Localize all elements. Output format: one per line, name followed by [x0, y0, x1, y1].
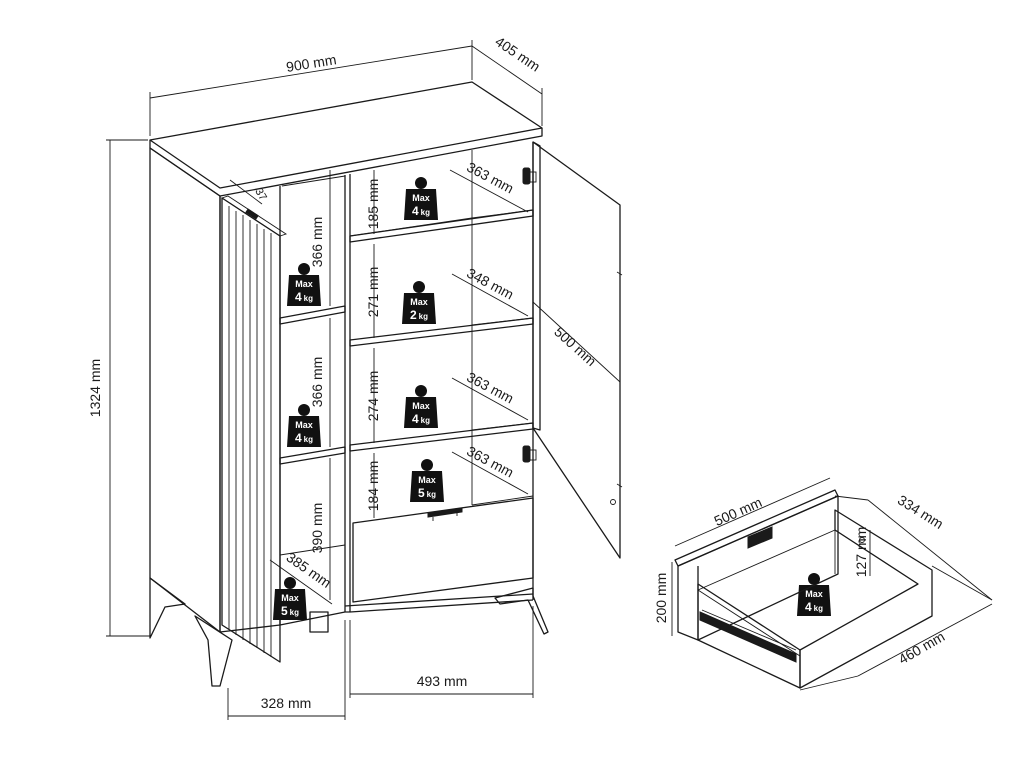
door-flutes: [228, 206, 272, 657]
right-door: [532, 141, 621, 559]
svg-text:Max: Max: [295, 420, 313, 430]
svg-text:Max: Max: [805, 589, 823, 599]
svg-text:Max: Max: [418, 475, 436, 485]
svg-text:4kg: 4kg: [805, 600, 823, 614]
left-shelf-2: [279, 446, 346, 465]
svg-text:Max: Max: [412, 401, 430, 411]
dim-height: 1324 mm: [87, 359, 103, 417]
dim-drawer-height: 200 mm: [653, 573, 669, 624]
dim-right-gap-3: 274 mm: [365, 371, 381, 422]
dim-right-gap-4: 184 mm: [365, 461, 381, 512]
drawer-runner: [699, 611, 797, 663]
dim-drawer-depth: 460 mm: [896, 628, 948, 667]
hinge-top-icon: [522, 167, 531, 185]
right-shelf-glass: [349, 317, 534, 347]
dim-left-comp-width: 328 mm: [261, 695, 312, 711]
cabinet-drawing: [149, 81, 623, 687]
cabinet-left-side: [149, 147, 221, 633]
dim-left-gap-mid: 366 mm: [309, 357, 325, 408]
dim-width: 900 mm: [285, 51, 337, 75]
left-shelf-1: [279, 305, 346, 325]
dim-top-gap: 37: [252, 186, 269, 203]
cabinet-legs: [149, 577, 549, 687]
drawer-handle: [427, 507, 463, 518]
svg-text:5kg: 5kg: [418, 486, 436, 500]
dim-right-gap-1: 185 mm: [365, 179, 381, 230]
dim-depth: 405 mm: [492, 33, 543, 75]
svg-text:2kg: 2kg: [410, 308, 428, 322]
dim-left-gap-top: 366 mm: [309, 217, 325, 268]
svg-text:4kg: 4kg: [412, 204, 430, 218]
svg-text:Max: Max: [295, 279, 313, 289]
hinge-bottom-icon: [522, 445, 531, 463]
right-shelf-3: [349, 422, 534, 452]
svg-text:Max: Max: [410, 297, 428, 307]
svg-text:Max: Max: [281, 593, 299, 603]
svg-text:4kg: 4kg: [412, 412, 430, 426]
drawer-detail-handle: [747, 526, 773, 549]
dim-right-comp-width: 493 mm: [417, 673, 468, 689]
svg-text:4kg: 4kg: [295, 431, 313, 445]
svg-text:5kg: 5kg: [281, 604, 299, 618]
dim-drawer-inner-width: 334 mm: [895, 492, 946, 532]
dim-right-gap-2: 271 mm: [365, 267, 381, 318]
dim-left-bottom-height: 390 mm: [309, 503, 325, 554]
drawer-dimension-labels: 500 mm 200 mm 334 mm 460 mm 127 mm: [653, 492, 947, 668]
dim-door-width: 500 mm: [551, 323, 599, 369]
dimension-lines: [106, 40, 621, 720]
svg-text:4kg: 4kg: [295, 290, 313, 304]
dim-drawer-inner-height: 127 mm: [853, 527, 869, 578]
drawer-front: [352, 497, 534, 603]
drawer-detail-drawing: [671, 477, 993, 691]
svg-text:Max: Max: [412, 193, 430, 203]
